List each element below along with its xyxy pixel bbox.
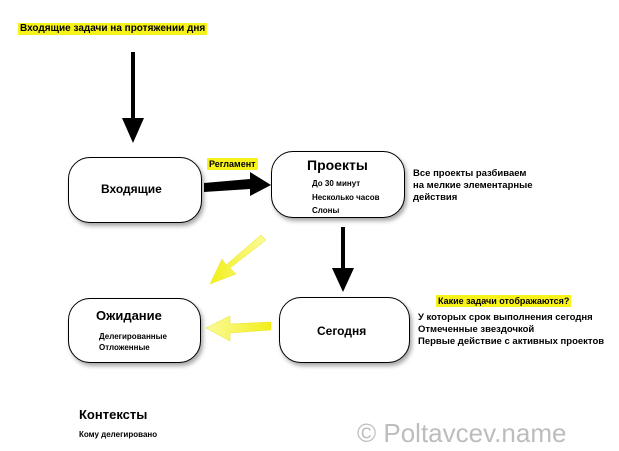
projects-note-line: на мелкие элементарные	[413, 180, 533, 191]
projects-item: До 30 минут	[312, 179, 361, 188]
arrow-inbox-to-projects	[204, 172, 271, 196]
projects-note-line: Все проекты разбиваем	[413, 168, 527, 179]
today-note: У которых срок выполнения сегодня Отмече…	[418, 312, 604, 348]
today-note-line: У которых срок выполнения сегодня	[418, 312, 593, 323]
waiting-box[interactable]: Ожидание Делегированные Отложенные	[68, 298, 201, 363]
contexts-item: Кому делегировано	[79, 430, 158, 439]
projects-note: Все проекты разбиваем на мелкие элемента…	[413, 168, 533, 204]
today-note-line: Первые действие с активных проектов	[418, 336, 605, 347]
inbox-box[interactable]: Входящие	[68, 157, 202, 223]
inbox-title: Входящие	[101, 182, 162, 196]
projects-title: Проекты	[307, 157, 368, 173]
contexts-title: Контексты	[79, 407, 148, 422]
waiting-item: Делегированные	[99, 332, 167, 341]
flow-label: Регламент	[207, 158, 258, 170]
today-note-line: Отмеченные звездочкой	[418, 324, 535, 335]
projects-item: Несколько часов	[312, 193, 380, 202]
projects-item: Слоны	[312, 206, 340, 215]
waiting-item: Отложенные	[99, 343, 150, 352]
arrow-projects-to-today	[332, 227, 354, 292]
today-box[interactable]: Сегодня	[279, 297, 410, 363]
today-title: Сегодня	[317, 324, 367, 338]
projects-box[interactable]: Проекты До 30 минут Несколько часов Слон…	[271, 151, 405, 218]
header-title: Входящие задачи на протяжении дня	[18, 23, 208, 35]
watermark: © Poltavcev.name	[357, 418, 567, 448]
arrow-today-to-waiting	[205, 315, 272, 342]
projects-note-line: действия	[413, 192, 458, 203]
today-question: Какие задачи отображаются?	[436, 295, 572, 307]
arrow-header-to-inbox	[122, 52, 144, 143]
arrow-projects-to-waiting	[209, 234, 267, 285]
waiting-title: Ожидание	[96, 308, 162, 323]
